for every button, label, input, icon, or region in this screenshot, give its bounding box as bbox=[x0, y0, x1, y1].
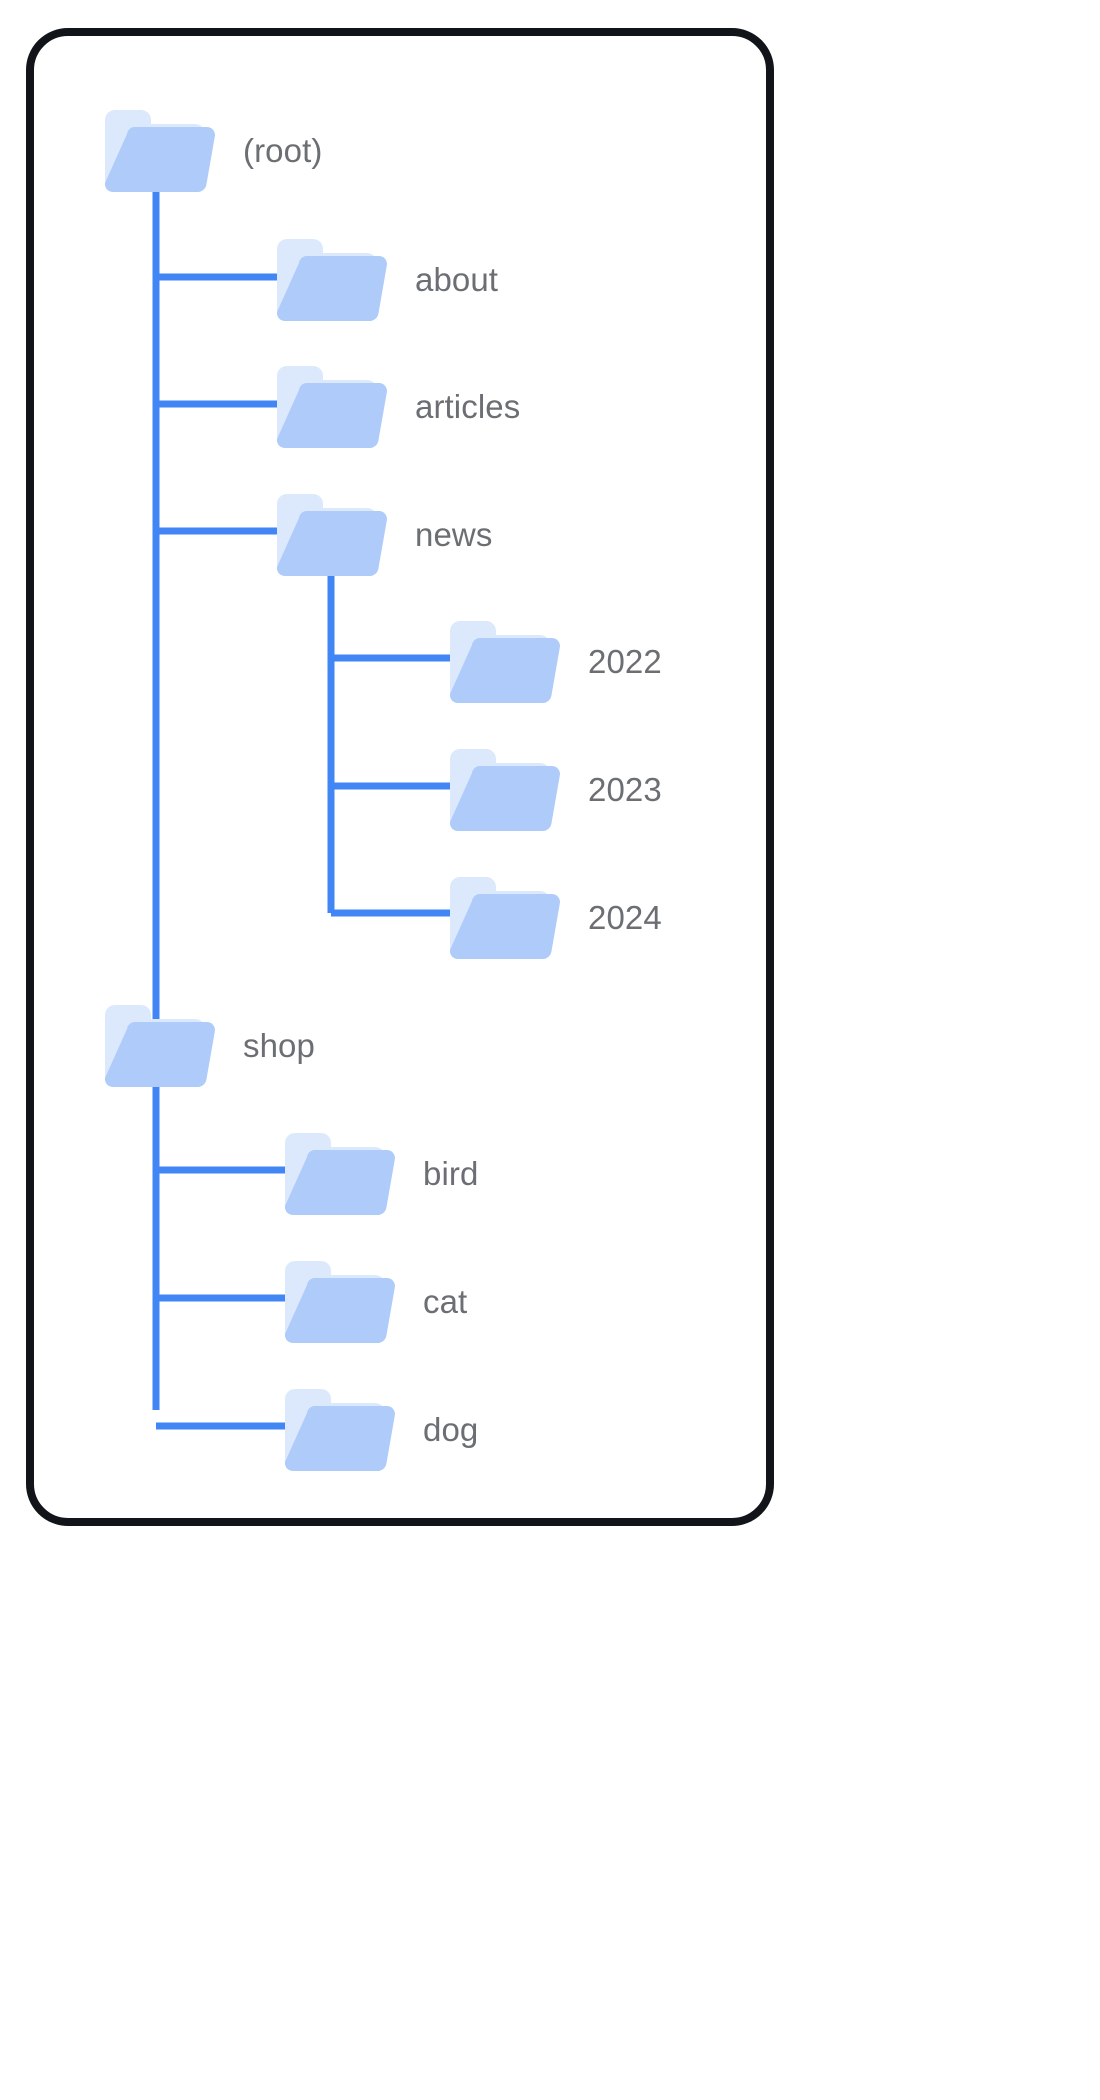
tree-node-bird[interactable]: bird bbox=[283, 1125, 478, 1221]
tree-node-label: articles bbox=[415, 387, 521, 425]
folder-icon bbox=[448, 743, 566, 835]
tree-node-label: 2024 bbox=[588, 898, 662, 936]
folder-icon bbox=[448, 615, 566, 707]
folder-icon bbox=[103, 999, 221, 1091]
tree-node-news[interactable]: news bbox=[275, 486, 492, 582]
tree-node-label: shop bbox=[243, 1026, 315, 1064]
tree-node-label: about bbox=[415, 260, 499, 298]
folder-icon bbox=[275, 233, 393, 325]
folder-icon bbox=[283, 1127, 401, 1219]
tree-node-root[interactable]: (root) bbox=[103, 102, 322, 198]
tree-node-label: (root) bbox=[243, 131, 323, 169]
tree-node-label: 2023 bbox=[588, 770, 662, 808]
folder-icon bbox=[275, 488, 393, 580]
tree-node-label: cat bbox=[423, 1282, 468, 1320]
tree-node-articles[interactable]: articles bbox=[275, 358, 520, 454]
folder-icon bbox=[103, 104, 221, 196]
folder-icon bbox=[448, 871, 566, 963]
tree-node-label: bird bbox=[423, 1154, 479, 1192]
tree-node-2022[interactable]: 2022 bbox=[448, 613, 662, 709]
tree-node-label: 2022 bbox=[588, 642, 662, 680]
tree-node-dog[interactable]: dog bbox=[283, 1381, 478, 1477]
folder-icon bbox=[275, 360, 393, 452]
diagram-card bbox=[26, 28, 774, 1526]
tree-node-cat[interactable]: cat bbox=[283, 1253, 467, 1349]
tree-node-2024[interactable]: 2024 bbox=[448, 869, 662, 965]
tree-node-label: dog bbox=[423, 1410, 479, 1448]
tree-node-label: news bbox=[415, 515, 493, 553]
tree-node-about[interactable]: about bbox=[275, 231, 498, 327]
tree-node-2023[interactable]: 2023 bbox=[448, 741, 662, 837]
folder-icon bbox=[283, 1255, 401, 1347]
folder-icon bbox=[283, 1383, 401, 1475]
tree-node-shop[interactable]: shop bbox=[103, 997, 315, 1093]
